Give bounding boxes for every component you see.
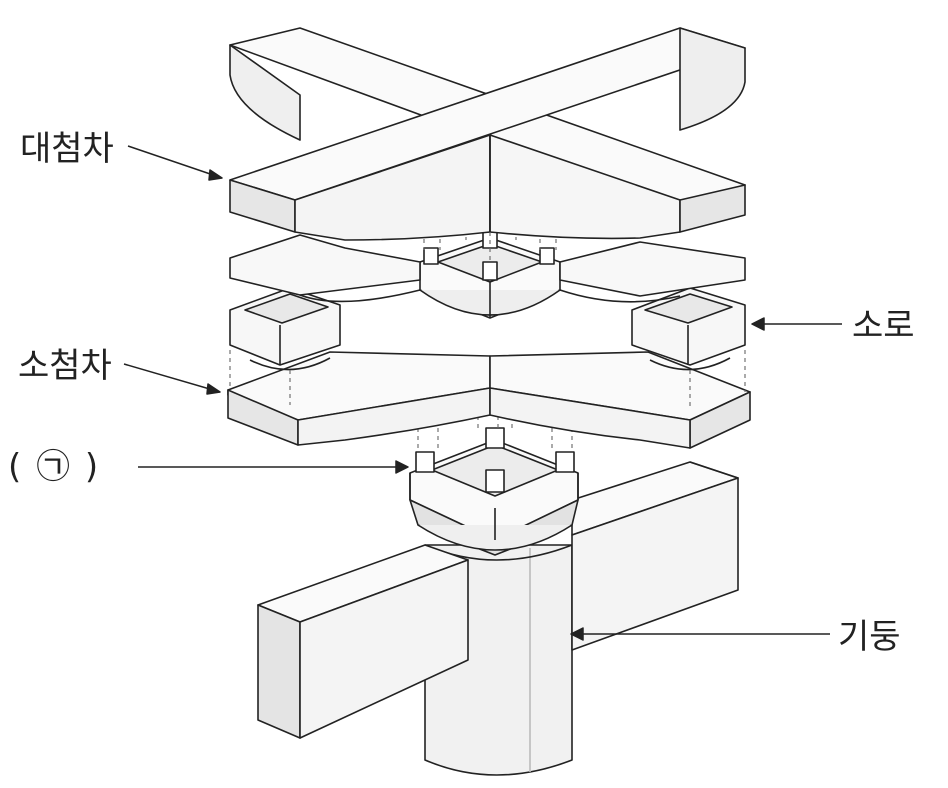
soro-block-right bbox=[631, 287, 746, 371]
label-so-cheomcha: 소첨차 bbox=[18, 346, 112, 386]
label-gidung: 기둥 bbox=[838, 617, 901, 657]
large-bracket-arm bbox=[229, 27, 746, 262]
dashed-guides-mid bbox=[229, 350, 746, 410]
leader-lines bbox=[123, 145, 842, 641]
label-unknown-part: ( ㉠ ) bbox=[8, 447, 101, 487]
cross-beam bbox=[257, 461, 739, 739]
label-dae-cheomcha: 대첨차 bbox=[20, 129, 114, 169]
upper-capital-block bbox=[419, 231, 561, 319]
middle-cross-beam bbox=[229, 234, 746, 303]
label-soro: 소로 bbox=[852, 306, 915, 346]
capital-block bbox=[409, 427, 579, 556]
soro-block-left bbox=[229, 287, 341, 371]
